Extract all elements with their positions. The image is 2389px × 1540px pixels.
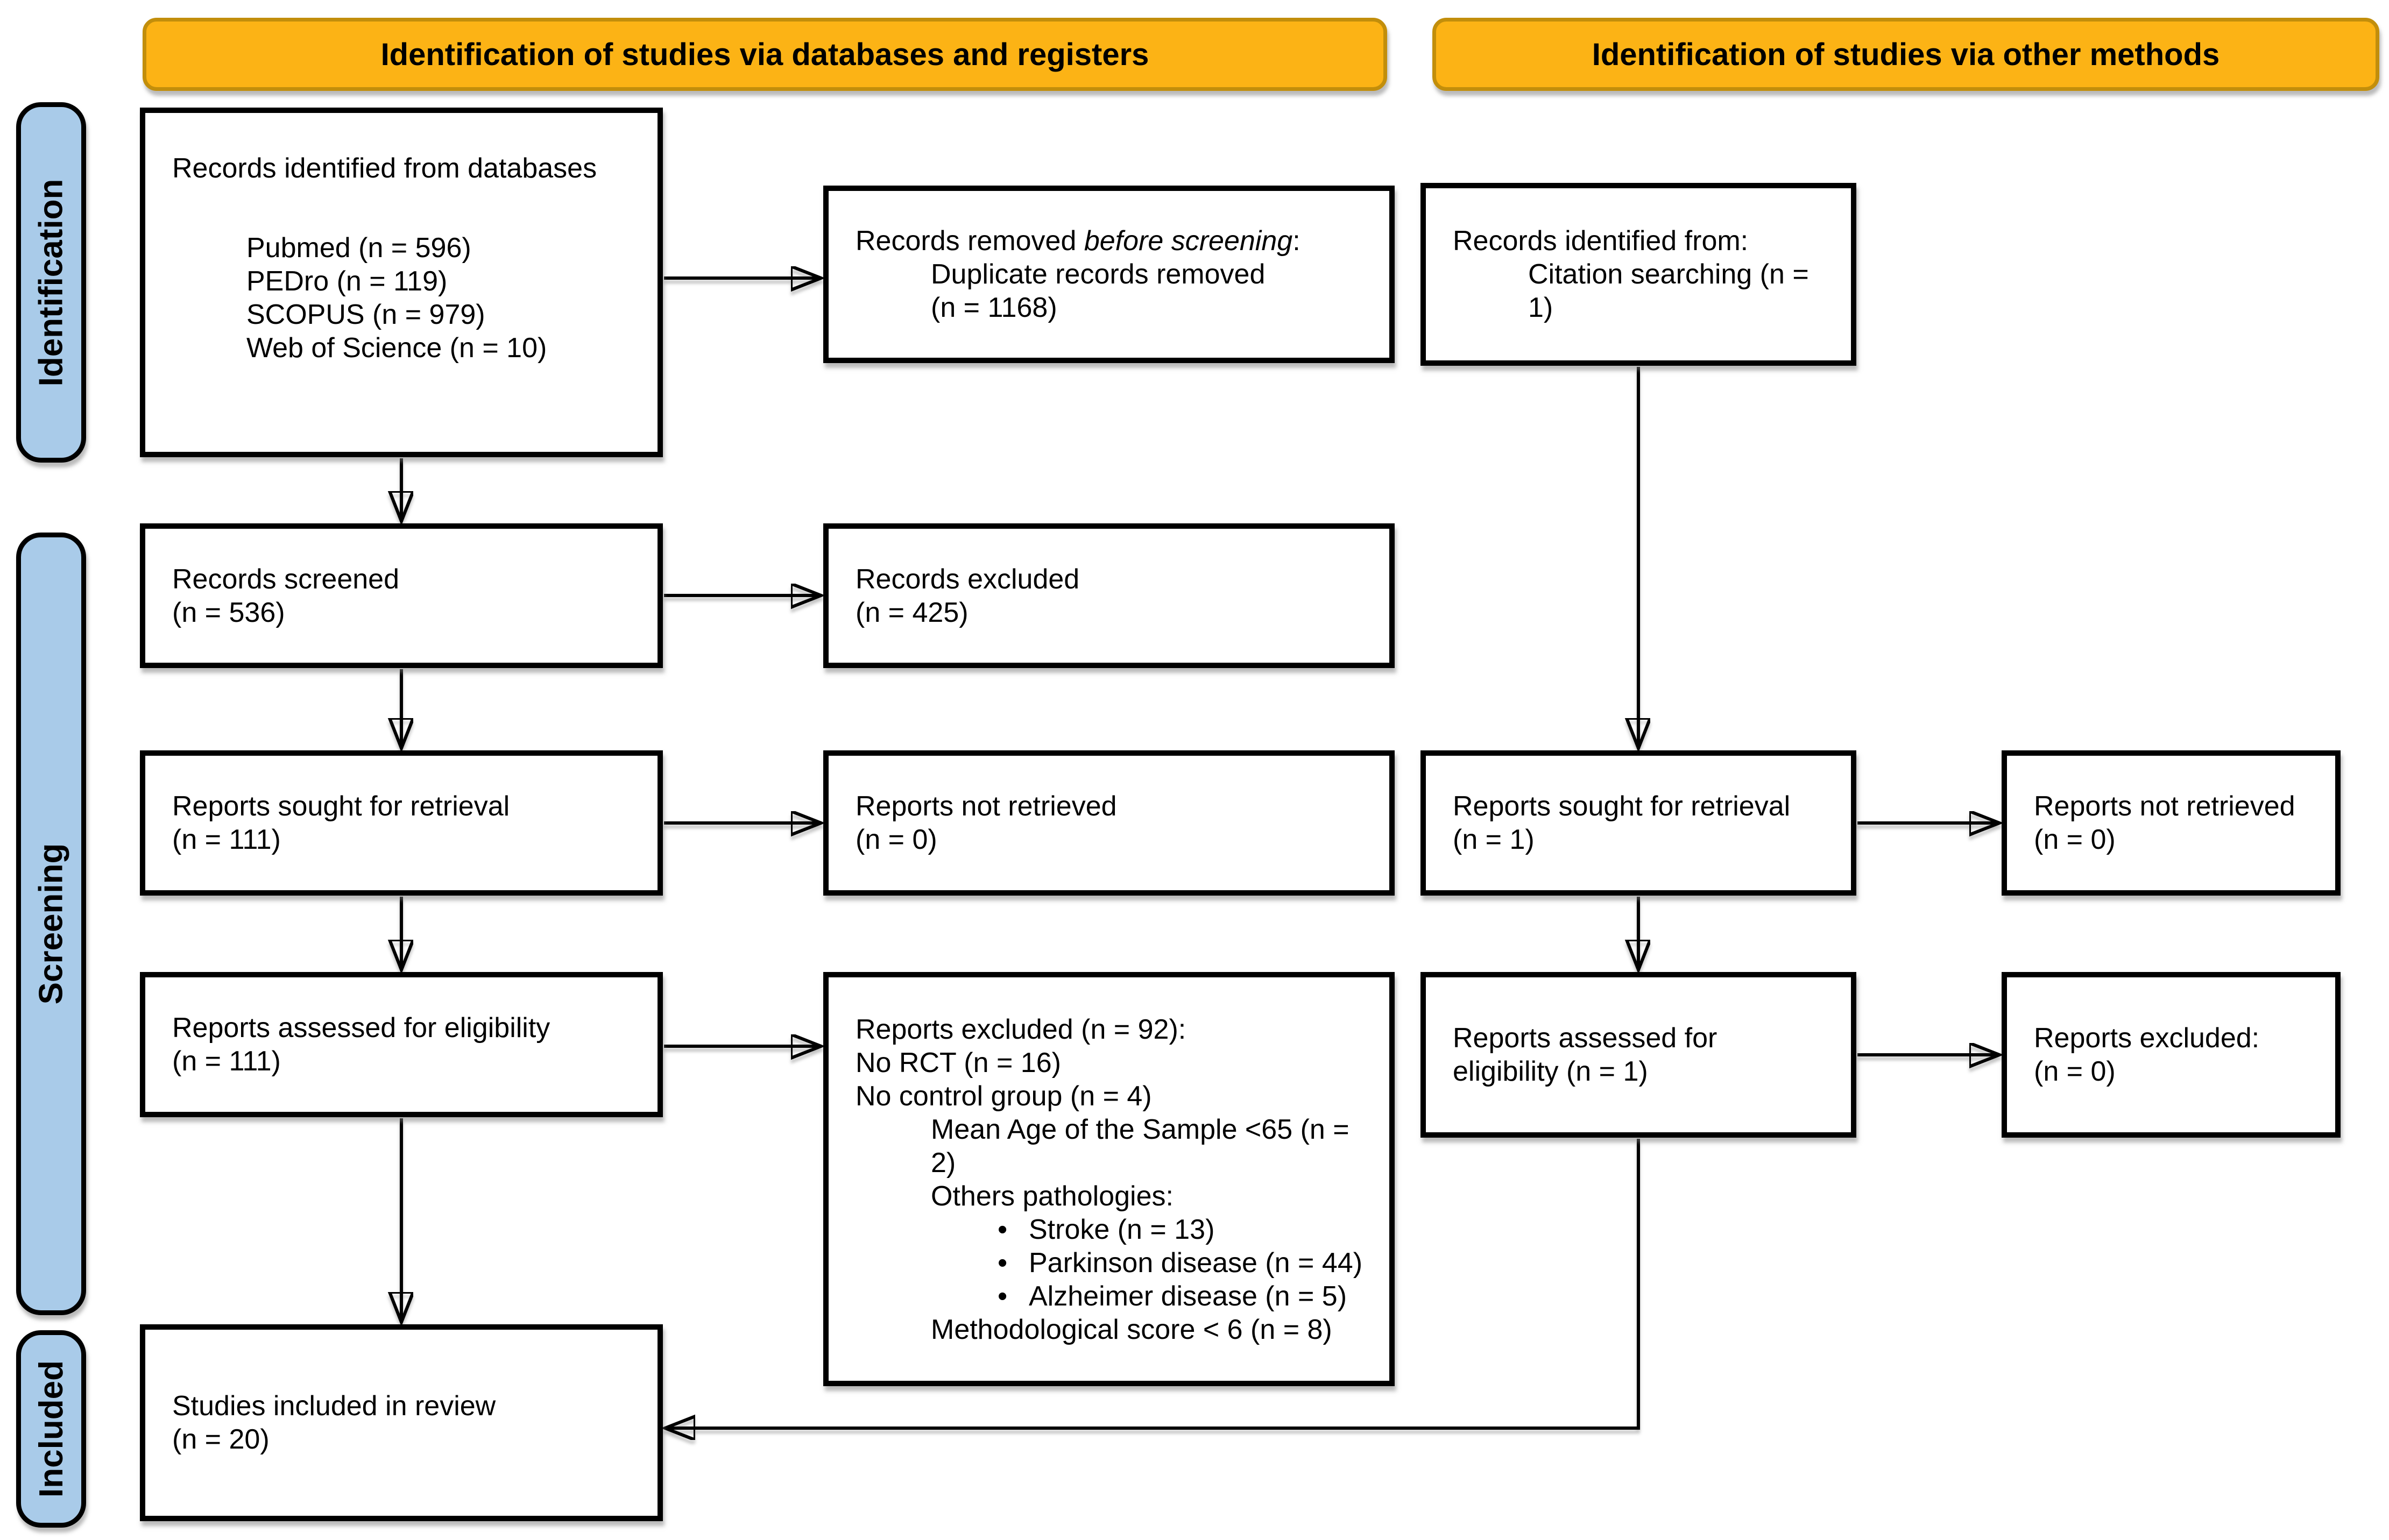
stage-identification-label: Identification [32,179,70,386]
box-records-removed-before-screening: Records removed before screening: Duplic… [823,186,1395,363]
citation-searching-line: Citation searching (n = 1) [1528,259,1809,323]
box-reports-excluded-reasons: Reports excluded (n = 92): No RCT (n = 1… [823,972,1395,1386]
reason-stroke-text: Stroke (n = 13) [1029,1214,1215,1245]
duplicates-removed-count: (n = 1168) [931,292,1057,323]
reports-assessed-other-line1: Reports assessed for [1453,1023,1717,1054]
reason-no-control-group: No control group (n = 4) [856,1081,1152,1112]
box-studies-included: Studies included in review (n = 20) [140,1324,663,1521]
reports-sought-other-count: (n = 1) [1453,824,1535,855]
box-records-screened: Records screened (n = 536) [140,523,663,668]
studies-included-line1: Studies included in review [172,1390,496,1422]
reason-other-pathologies: Others pathologies: [931,1181,1174,1212]
box-records-identified-databases: Records identified from databases Pubmed… [140,108,663,457]
reason-alzheimer-text: Alzheimer disease (n = 5) [1029,1281,1347,1312]
db-source-pubmed: Pubmed (n = 596) [246,232,471,264]
reports-excluded-other-line1: Reports excluded: [2034,1023,2260,1054]
records-removed-prefix: Records removed [856,225,1084,257]
box-records-excluded: Records excluded (n = 425) [823,523,1395,668]
header-databases-registers-label: Identification of studies via databases … [380,37,1149,72]
reports-not-retrieved-db-line1: Reports not retrieved [856,791,1117,822]
box-reports-excluded-other: Reports excluded: (n = 0) [2002,972,2341,1138]
box-records-identified-other: Records identified from: Citation search… [1420,183,1856,366]
other-records-title: Records identified from: [1453,225,1749,257]
reports-assessed-other-line2: eligibility (n = 1) [1453,1056,1648,1087]
studies-included-count: (n = 20) [172,1424,270,1455]
reports-sought-db-count: (n = 111) [172,824,281,855]
db-source-web-of-science: Web of Science (n = 10) [246,332,547,364]
reports-not-retrieved-other-line1: Reports not retrieved [2034,791,2295,822]
reports-not-retrieved-other-count: (n = 0) [2034,824,2116,855]
header-databases-registers: Identification of studies via databases … [143,18,1387,91]
records-screened-count: (n = 536) [172,597,285,628]
duplicates-removed-line: Duplicate records removed [931,259,1266,290]
header-other-methods-label: Identification of studies via other meth… [1592,37,2220,72]
db-source-scopus: SCOPUS (n = 979) [246,299,485,330]
db-source-pedro: PEDro (n = 119) [246,266,448,297]
box-reports-assessed-other: Reports assessed for eligibility (n = 1) [1420,972,1856,1138]
reason-methodological-score: Methodological score < 6 (n = 8) [931,1314,1332,1345]
header-other-methods: Identification of studies via other meth… [1432,18,2379,91]
stage-bar-screening: Screening [16,533,86,1315]
bullet-icon: • [998,1247,1008,1279]
reason-alzheimer: • Alzheimer disease (n = 5) [856,1280,1379,1313]
records-removed-suffix: : [1292,225,1300,257]
box-records-identified-databases-title: Records identified from databases [172,153,597,184]
reports-not-retrieved-db-count: (n = 0) [856,824,937,855]
box-reports-not-retrieved-other: Reports not retrieved (n = 0) [2002,750,2341,896]
reports-assessed-db-line1: Reports assessed for eligibility [172,1012,550,1044]
reason-stroke: • Stroke (n = 13) [856,1213,1379,1246]
records-removed-italic: before screening [1084,225,1293,257]
reports-sought-db-line1: Reports sought for retrieval [172,791,510,822]
reports-assessed-db-count: (n = 111) [172,1046,281,1077]
reason-parkinson: • Parkinson disease (n = 44) [856,1246,1379,1280]
box-reports-sought-databases: Reports sought for retrieval (n = 111) [140,750,663,896]
box-reports-sought-other: Reports sought for retrieval (n = 1) [1420,750,1856,896]
reason-no-rct: No RCT (n = 16) [856,1047,1061,1078]
records-excluded-count: (n = 425) [856,597,969,628]
box-reports-not-retrieved-databases: Reports not retrieved (n = 0) [823,750,1395,896]
stage-screening-label: Screening [32,843,70,1005]
bullet-icon: • [998,1281,1008,1312]
reports-excluded-title: Reports excluded (n = 92): [856,1014,1186,1045]
box-reports-assessed-databases: Reports assessed for eligibility (n = 11… [140,972,663,1117]
records-screened-line1: Records screened [172,563,399,595]
bullet-icon: • [998,1214,1008,1245]
records-removed-title: Records removed before screening: [856,224,1379,258]
stage-included-label: Included [32,1360,70,1498]
records-excluded-line1: Records excluded [856,563,1080,595]
reason-mean-age: Mean Age of the Sample <65 (n = 2) [931,1114,1349,1179]
stage-bar-included: Included [16,1330,86,1528]
reports-sought-other-line1: Reports sought for retrieval [1453,791,1791,822]
reason-parkinson-text: Parkinson disease (n = 44) [1029,1247,1363,1279]
reports-excluded-other-count: (n = 0) [2034,1056,2116,1087]
stage-bar-identification: Identification [16,102,86,463]
